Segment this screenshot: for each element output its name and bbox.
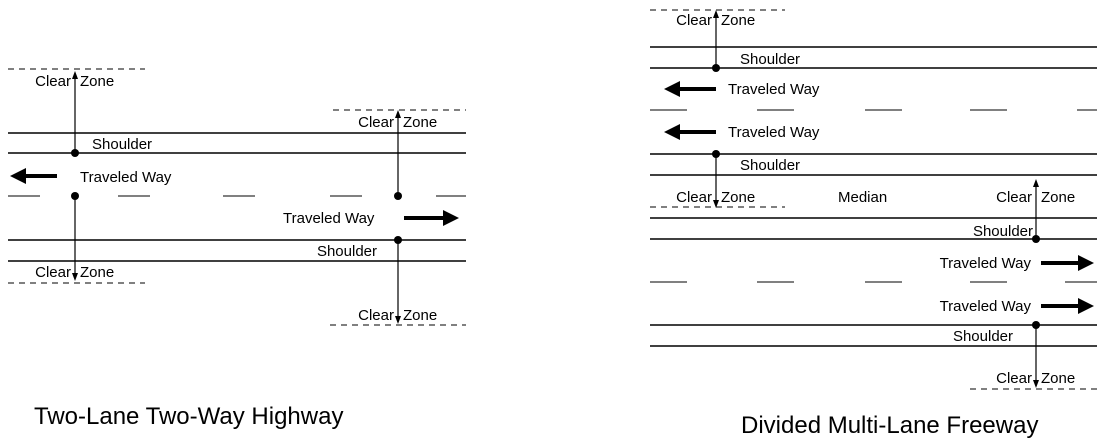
direction-arrow-left-icon [10,168,57,184]
clear-label: Clear [676,189,712,206]
measure-point-dot [394,192,402,200]
shoulder-label: Shoulder [973,223,1033,240]
clear-label: Clear [35,73,71,90]
direction-arrow-left-icon [664,81,716,97]
zone-label: Zone [1041,370,1075,387]
two-lane-highway-diagram: Clear Zone Clear Zone Shoulder Traveled … [8,68,466,430]
measure-point-dot [394,236,402,244]
traveled-way-label: Traveled Way [80,169,172,186]
measure-point-dot [71,149,79,157]
direction-arrow-right-icon [404,210,459,226]
divided-freeway-diagram: Clear Zone Shoulder Traveled Way Travele… [650,9,1097,439]
zone-label: Zone [80,264,114,281]
median-label: Median [838,189,887,206]
clear-label: Clear [996,370,1032,387]
direction-arrow-right-icon [1041,255,1094,271]
clear-label: Clear [676,12,712,29]
zone-label: Zone [721,12,755,29]
shoulder-label: Shoulder [740,157,800,174]
clear-label: Clear [35,264,71,281]
zone-label: Zone [721,189,755,206]
zone-label: Zone [403,114,437,131]
diagram-caption: Two-Lane Two-Way Highway [34,403,343,430]
clear-label: Clear [358,307,394,324]
measure-point-dot [712,64,720,72]
diagram-caption: Divided Multi-Lane Freeway [741,412,1038,439]
direction-arrow-left-icon [664,124,716,140]
traveled-way-label: Traveled Way [728,81,820,98]
shoulder-label: Shoulder [92,136,152,153]
traveled-way-label: Traveled Way [940,298,1032,315]
shoulder-label: Shoulder [953,328,1013,345]
clear-label: Clear [358,114,394,131]
traveled-way-label: Traveled Way [283,210,375,227]
clear-label: Clear [996,189,1032,206]
direction-arrow-right-icon [1041,298,1094,314]
traveled-way-label: Traveled Way [728,124,820,141]
traveled-way-label: Traveled Way [940,255,1032,272]
measure-point-dot [71,192,79,200]
measure-point-dot [1032,321,1040,329]
measure-point-dot [1032,235,1040,243]
zone-label: Zone [1041,189,1075,206]
measure-point-dot [712,150,720,158]
zone-label: Zone [403,307,437,324]
shoulder-label: Shoulder [740,51,800,68]
zone-label: Zone [80,73,114,90]
shoulder-label: Shoulder [317,243,377,260]
